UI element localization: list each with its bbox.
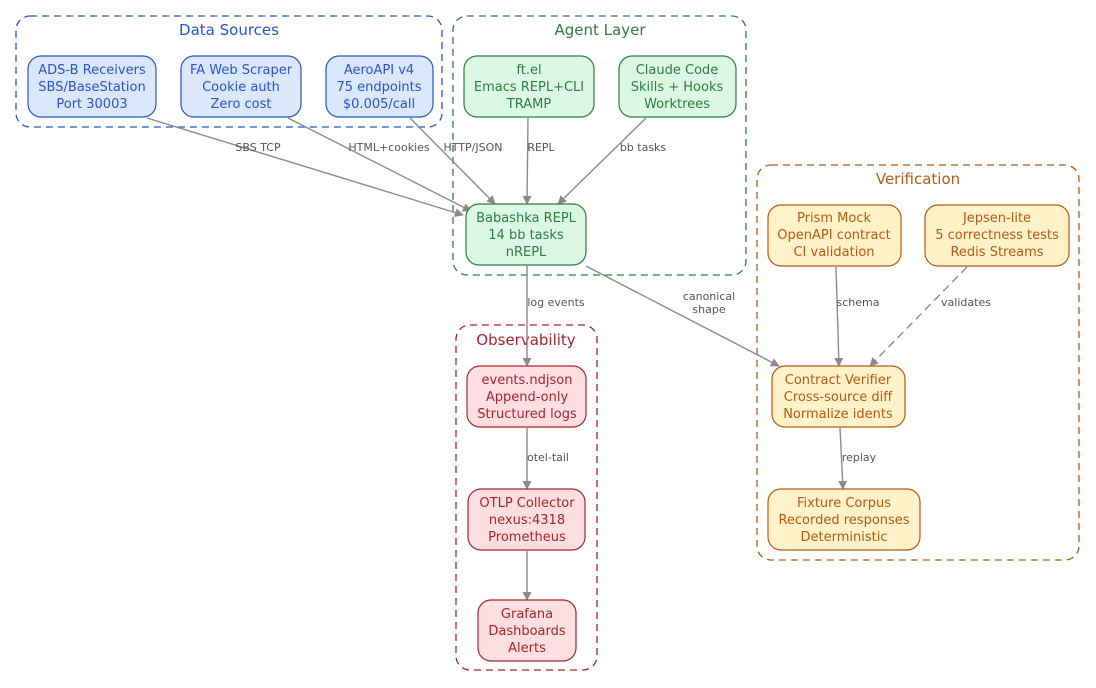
node-contract-verifier: Contract Verifier Cross-source diff Norm… [771,365,906,428]
node-line: Prometheus [488,530,566,545]
node-aeroapi: AeroAPI v4 75 endpoints $0.005/call [325,55,434,118]
node-line: Zero cost [210,97,271,112]
node-line: Append-only [486,390,569,405]
cluster-title-data-sources: Data Sources [179,21,279,39]
node-line: Dashboards [488,624,566,639]
node-line: AeroAPI v4 [344,63,414,78]
edges [146,117,968,601]
cluster-data-sources: Data Sources [15,15,443,128]
node-line: Skills + Hooks [631,80,724,95]
node-line: Deterministic [801,530,888,545]
cluster-agent-layer: Agent Layer [452,15,747,276]
node-line: ADS-B Receivers [38,63,146,78]
node-line: Claude Code [636,63,719,78]
node-line: CI validation [793,245,874,260]
cluster-title-agent-layer: Agent Layer [555,21,647,39]
node-line: Grafana [501,607,553,622]
edge-label-html-cookies: HTML+cookies [348,141,430,154]
node-adsb-receivers: ADS-B Receivers SBS/BaseStation Port 300… [27,55,157,118]
cluster-title-verification: Verification [876,170,960,188]
edge-babashka-to-contract-verifier [585,265,780,367]
edge-label-otel-tail: otel-tail [527,451,569,464]
node-line: events.ndjson [482,373,573,388]
node-fixture-corpus: Fixture Corpus Recorded responses Determ… [767,488,921,551]
node-line: Babashka REPL [476,211,577,226]
node-prism-mock: Prism Mock OpenAPI contract CI validatio… [767,204,902,267]
edge-adsb-to-babashka [146,117,464,217]
edge-label-schema: schema [837,296,880,309]
node-line: nexus:4318 [489,513,565,528]
node-line: Jepsen-lite [962,211,1031,226]
node-claude-code: Claude Code Skills + Hooks Worktrees [618,55,737,118]
edge-label-shape: shape [692,303,725,316]
node-ft-el: ft.el Emacs REPL+CLI TRAMP [463,55,595,118]
edge-label-sbs-tcp: SBS TCP [235,141,281,154]
node-line: 75 endpoints [336,80,421,95]
edge-jepsen-to-contract-verifier [869,266,968,367]
node-jepsen-lite: Jepsen-lite 5 correctness tests Redis St… [924,204,1070,267]
node-line: Redis Streams [950,245,1043,260]
edge-label-validates: validates [941,296,991,309]
node-line: Emacs REPL+CLI [474,80,584,95]
node-line: Fixture Corpus [797,496,891,511]
node-line: nREPL [506,245,547,260]
node-line: TRAMP [506,97,552,112]
edge-label-log-events: log events [527,296,585,309]
edge-label-bb-tasks: bb tasks [620,141,667,154]
edge-label-http-json: HTTP/JSON [444,141,503,154]
node-line: $0.005/call [343,97,415,112]
edge-claude-code-to-babashka [557,117,647,205]
cluster-title-observability: Observability [476,331,576,349]
node-babashka-repl: Babashka REPL 14 bb tasks nREPL [465,203,587,266]
node-line: OTLP Collector [479,496,575,511]
edge-prism-to-contract-verifier [834,266,844,367]
node-events-ndjson: events.ndjson Append-only Structured log… [466,365,587,428]
edge-label-replay: replay [842,451,877,464]
edge-ft-el-to-babashka [522,117,532,205]
node-line: 14 bb tasks [488,228,564,243]
node-line: OpenAPI contract [777,228,890,243]
node-line: Prism Mock [797,211,871,226]
node-line: Port 30003 [56,97,127,112]
node-line: SBS/BaseStation [38,80,145,95]
edge-label-canonical: canonical [683,290,735,303]
cluster-observability: Observability [455,324,598,671]
node-line: Contract Verifier [785,373,892,388]
node-line: Alerts [508,641,546,656]
node-line: Structured logs [477,407,577,422]
edge-contract-verifier-to-fixture-corpus [838,427,848,490]
node-line: Recorded responses [778,513,909,528]
edge-aeroapi-to-babashka [409,117,496,205]
edge-fa-scraper-to-babashka [287,117,472,212]
edge-labels: SBS TCP HTML+cookies HTTP/JSON REPL bb t… [235,141,991,464]
node-line: Cross-source diff [784,390,893,405]
node-line: 5 correctness tests [935,228,1059,243]
node-otlp-collector: OTLP Collector nexus:4318 Prometheus [467,488,586,551]
node-line: Normalize idents [783,407,893,422]
cluster-verification: Verification [756,164,1080,561]
node-line: Worktrees [644,97,710,112]
node-line: ft.el [516,63,541,78]
node-fa-web-scraper: FA Web Scraper Cookie auth Zero cost [180,55,302,118]
edge-label-repl: REPL [527,141,555,154]
node-grafana: Grafana Dashboards Alerts [477,599,577,662]
node-line: Cookie auth [202,80,280,95]
node-line: FA Web Scraper [190,63,293,78]
